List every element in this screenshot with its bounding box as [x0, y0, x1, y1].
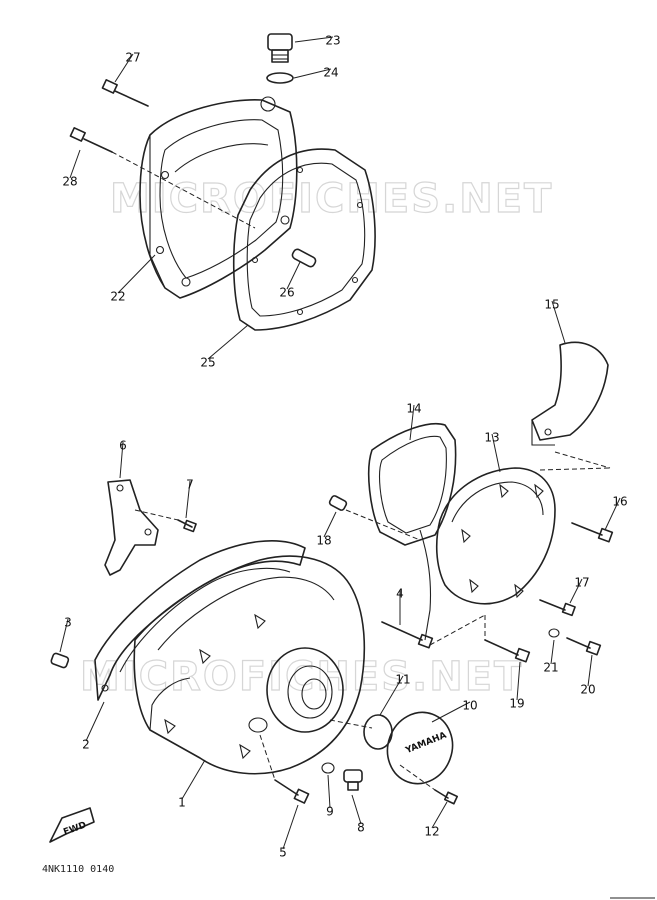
dowel-pin-case — [50, 652, 70, 669]
cover-bolt-side — [566, 637, 602, 656]
callout-number: 21 — [543, 661, 558, 675]
callout-leader — [327, 774, 331, 809]
callout-number: 22 — [110, 290, 125, 304]
callout-leader — [185, 480, 191, 519]
callout-leader — [286, 261, 301, 290]
callout-number: 28 — [62, 175, 77, 189]
callout-number: 1 — [178, 796, 186, 810]
callout-leader — [516, 661, 521, 701]
crankcase-cover — [133, 555, 366, 775]
callout-number: 2 — [82, 738, 90, 752]
callout-leader — [293, 68, 332, 79]
callout-number: 27 — [125, 51, 140, 65]
callout-number: 12 — [424, 825, 439, 839]
guide-line — [329, 719, 373, 729]
callout-leader — [431, 701, 471, 723]
dowel-pin-cover — [328, 495, 421, 541]
callout-leader — [550, 639, 555, 665]
callout-leader — [351, 794, 362, 825]
housing-gasket — [232, 148, 376, 331]
callout-leader — [119, 441, 124, 479]
callout-number: 15 — [544, 298, 559, 312]
fwd-arrow-icon: FWD — [49, 807, 95, 843]
callout-number: 7 — [186, 478, 194, 492]
callout-leader — [282, 804, 299, 850]
watermark-top: MICROFICHES.NET — [110, 176, 553, 222]
cover-bolt-lower — [484, 615, 531, 663]
callout-number: 13 — [484, 431, 499, 445]
dowel-pin — [291, 248, 317, 268]
o-ring — [266, 72, 294, 84]
callout-leader — [181, 759, 206, 800]
callout-leader — [114, 53, 134, 83]
guide-line — [554, 451, 611, 469]
guide-line — [539, 467, 611, 471]
washer-small — [321, 762, 335, 774]
callout-leader — [409, 404, 415, 441]
clutch-housing-cover — [139, 96, 298, 299]
callout-leader — [117, 254, 156, 294]
callout-number: 16 — [612, 495, 627, 509]
callout-number: 18 — [316, 534, 331, 548]
guard-bracket — [531, 341, 609, 446]
drain-plug — [343, 769, 363, 791]
callout-number: 23 — [325, 34, 340, 48]
cap-screw — [399, 764, 459, 805]
callout-number: 17 — [574, 576, 589, 590]
callout-number: 11 — [395, 673, 410, 687]
callout-leader — [294, 36, 334, 43]
callout-leader — [207, 324, 249, 360]
housing-bolt — [101, 79, 149, 107]
callout-leader — [323, 511, 337, 538]
callout-number: 26 — [279, 286, 294, 300]
callout-leader — [85, 701, 105, 742]
bracket — [104, 479, 159, 576]
callout-number: 4 — [396, 587, 404, 601]
callout-number: 24 — [323, 66, 338, 80]
washer — [548, 628, 560, 638]
bracket-bolt — [134, 509, 197, 533]
callout-leader — [604, 497, 621, 531]
clutch-cover — [435, 467, 556, 605]
callout-number: 20 — [580, 683, 595, 697]
cover-bolt-long — [381, 614, 486, 649]
callout-number: 14 — [406, 402, 421, 416]
callout-leader — [569, 578, 583, 604]
callout-leader — [59, 618, 69, 653]
callout-number: 8 — [357, 821, 365, 835]
callout-number: 3 — [64, 616, 72, 630]
watermark-bottom: MICROFICHES.NET — [80, 654, 523, 700]
callout-number: 19 — [509, 697, 524, 711]
housing-bolt-long — [69, 127, 256, 229]
callout-number: 5 — [279, 846, 287, 860]
callout-leader — [431, 801, 448, 829]
brand-mark: YAMAHA — [403, 731, 448, 757]
callout-number: 6 — [119, 439, 127, 453]
callout-number: 10 — [462, 699, 477, 713]
callout-leader — [587, 654, 593, 687]
callouts: 1234567891011121314151617181920212223242… — [59, 34, 628, 860]
callout-leader — [551, 300, 566, 344]
cover-bolt-upper — [571, 522, 614, 543]
fwd-label: FWD — [62, 820, 88, 837]
callout-number: 25 — [200, 356, 215, 370]
callout-leader — [69, 149, 81, 179]
callout-leader — [491, 433, 501, 473]
callout-number: 9 — [326, 805, 334, 819]
drawing-code: 4NK1110 0140 — [42, 864, 114, 875]
cover-bolt-small — [539, 599, 576, 617]
cover-gasket — [367, 422, 457, 641]
oil-filler-plug — [267, 33, 293, 63]
cover-bolt-bottom — [259, 734, 310, 804]
callout-leader — [379, 675, 404, 716]
